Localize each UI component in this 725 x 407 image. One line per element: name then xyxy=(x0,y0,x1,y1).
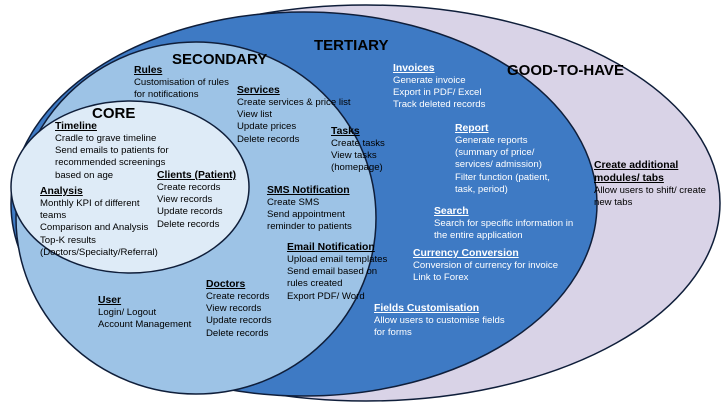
group-user: User Login/ Logout Account Management xyxy=(98,294,191,331)
group-analysis-item: Top-K results xyxy=(40,234,96,246)
group-analysis-item: Monthly KPI of different xyxy=(40,198,140,209)
group-fields-title: Fields Customisation xyxy=(374,303,480,314)
layer-title-good-to-have: GOOD-TO-HAVE xyxy=(507,62,624,79)
group-tasks-title: Tasks xyxy=(331,126,360,137)
group-currency-item: Link to Forex xyxy=(413,272,469,284)
group-timeline-item: recommended screenings xyxy=(55,157,166,169)
group-email-item: rules created xyxy=(287,278,343,290)
group-timeline-title: Timeline xyxy=(55,121,97,132)
group-clients: Clients (Patient) Create records View re… xyxy=(157,169,236,231)
group-email-notification: Email Notification Upload email template… xyxy=(287,241,387,303)
group-rules: Rules Customisation of rules for notific… xyxy=(134,64,229,101)
group-rules-item: for notifications xyxy=(134,89,199,101)
group-timeline-item: Send emails to patients for xyxy=(55,145,169,157)
group-rules-title: Rules xyxy=(134,65,163,76)
layer-title-secondary: SECONDARY xyxy=(172,51,268,68)
group-sms-title: SMS Notification xyxy=(267,185,350,196)
group-invoices: Invoices Generate invoice Export in PDF/… xyxy=(393,62,485,112)
group-additional-title-line: modules/ tabs xyxy=(594,173,664,184)
group-services-item: View list xyxy=(237,109,273,121)
group-email-item: Export PDF/ Word xyxy=(287,290,365,302)
group-analysis: Analysis Monthly KPI of different teams … xyxy=(40,185,158,259)
group-search-item: the entire application xyxy=(434,230,523,242)
group-tasks-item: Create tasks xyxy=(331,138,385,149)
group-report-item: (summary of price/ xyxy=(455,147,535,159)
group-sms-item: reminder to patients xyxy=(267,221,352,233)
group-analysis-item: Comparison and Analysis xyxy=(40,222,149,234)
group-sms-item: Create SMS xyxy=(267,197,320,208)
group-services-item: Update prices xyxy=(237,121,297,133)
group-fields-item: Allow users to customise fields xyxy=(374,315,505,326)
group-additional-item: Allow users to shift/ create xyxy=(594,185,706,196)
group-tasks-item: (homepage) xyxy=(331,162,383,174)
group-services: Services Create services & price list Vi… xyxy=(237,84,351,146)
group-invoices-item: Generate invoice xyxy=(393,75,466,86)
group-clients-item: Create records xyxy=(157,182,221,193)
group-doctors: Doctors Create records View records Upda… xyxy=(206,278,272,340)
group-report-item: Generate reports xyxy=(455,135,528,146)
group-user-item: Login/ Logout xyxy=(98,307,157,318)
group-clients-item: View records xyxy=(157,194,213,206)
group-services-title: Services xyxy=(237,85,280,96)
group-report-title: Report xyxy=(455,123,489,134)
group-doctors-item: Delete records xyxy=(206,327,269,339)
layer-title-core: CORE xyxy=(92,105,136,122)
core-ellipse xyxy=(10,100,250,274)
group-timeline: Timeline Cradle to grave timeline Send e… xyxy=(55,120,169,182)
group-doctors-item: Update records xyxy=(206,315,272,327)
group-report: Report Generate reports (summary of pric… xyxy=(455,122,550,196)
group-analysis-item: (Doctors/Specialty/Referral) xyxy=(40,246,158,258)
group-services-item: Delete records xyxy=(237,133,300,145)
group-report-item: Filter function (patient, xyxy=(455,171,550,183)
group-report-item: services/ admission) xyxy=(455,159,542,171)
group-doctors-item: Create records xyxy=(206,291,270,302)
group-email-item: Upload email templates xyxy=(287,254,388,265)
group-tasks: Tasks Create tasks View tasks (homepage) xyxy=(331,125,385,175)
group-timeline-item: based on age xyxy=(55,169,114,181)
group-invoices-title: Invoices xyxy=(393,63,435,74)
group-invoices-item: Export in PDF/ Excel xyxy=(393,87,482,99)
group-search: Search Search for specific information i… xyxy=(434,205,573,242)
group-additional-modules: Create additional modules/ tabs Allow us… xyxy=(594,159,706,209)
group-services-item: Create services & price list xyxy=(237,97,351,108)
group-fields-item: for forms xyxy=(374,327,412,339)
group-additional-title-line: Create additional xyxy=(594,160,679,171)
group-invoices-item: Track deleted records xyxy=(393,99,486,111)
group-currency-conversion: Currency Conversion Conversion of curren… xyxy=(413,247,558,284)
group-doctors-item: View records xyxy=(206,303,262,315)
group-analysis-item: teams xyxy=(40,210,67,222)
group-analysis-title: Analysis xyxy=(40,186,83,197)
layer-title-tertiary: TERTIARY xyxy=(314,37,389,54)
group-report-item: task, period) xyxy=(455,183,508,195)
group-tasks-item: View tasks xyxy=(331,150,377,162)
group-search-title: Search xyxy=(434,206,469,217)
group-search-item: Search for specific information in xyxy=(434,218,574,229)
group-sms-item: Send appointment xyxy=(267,209,345,221)
group-doctors-title: Doctors xyxy=(206,279,246,290)
group-clients-item: Update records xyxy=(157,206,223,218)
group-sms-notification: SMS Notification Create SMS Send appoint… xyxy=(267,184,352,234)
group-currency-item: Conversion of currency for invoice xyxy=(413,260,559,271)
group-user-title: User xyxy=(98,295,122,306)
group-clients-item: Delete records xyxy=(157,218,220,230)
group-timeline-item: Cradle to grave timeline xyxy=(55,133,157,144)
group-email-title: Email Notification xyxy=(287,242,375,253)
group-user-item: Account Management xyxy=(98,319,192,331)
group-clients-title: Clients (Patient) xyxy=(157,170,237,181)
group-additional-item: new tabs xyxy=(594,197,633,209)
group-email-item: Send email based on xyxy=(287,266,378,278)
group-rules-item: Customisation of rules xyxy=(134,77,229,88)
group-fields-customisation: Fields Customisation Allow users to cust… xyxy=(374,302,505,339)
group-currency-title: Currency Conversion xyxy=(413,248,519,259)
